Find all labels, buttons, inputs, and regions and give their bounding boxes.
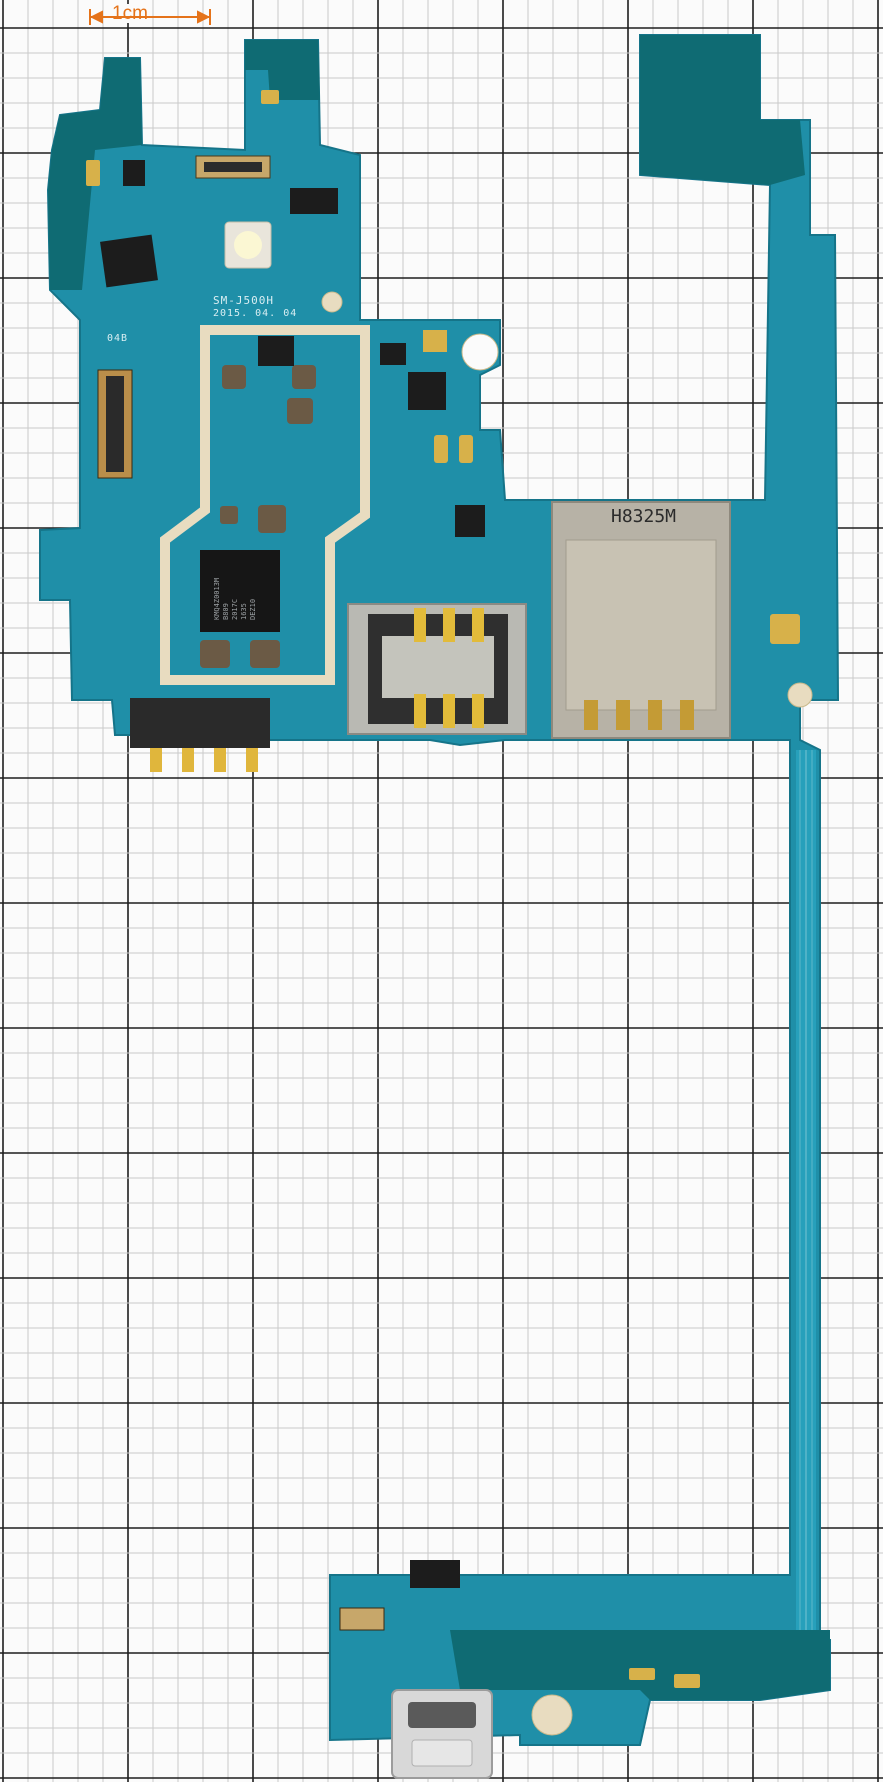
ground-pad-top-center — [245, 40, 320, 100]
connector-code-label: 04B — [107, 333, 129, 344]
gold-pads — [86, 90, 800, 1688]
usb-port — [391, 1689, 493, 1779]
bottom-fpc-connector — [339, 1607, 385, 1631]
rf-shield-frame — [160, 325, 370, 685]
sim-card-tray — [347, 603, 527, 735]
scale-bar — [89, 9, 211, 25]
memory-chip — [200, 550, 280, 632]
ground-pad-bottom — [450, 1630, 830, 1700]
mounting-holes — [321, 291, 813, 1736]
battery-connector — [130, 698, 270, 772]
top-left-ic — [100, 234, 158, 288]
memory-chip-marking: KMQ4Z0013M B809 2017C 1635 DEZ10 — [213, 577, 257, 620]
pcb-main — [39, 34, 840, 1746]
ground-pad-top-right — [640, 35, 805, 185]
inductors — [200, 365, 316, 668]
board-date-label: 2015. 04. 04 — [213, 308, 298, 319]
board-model-label: SM-J500H — [213, 294, 274, 307]
ground-pad-top-left — [48, 58, 142, 290]
sd-tray-code-label: H8325M — [611, 506, 677, 527]
microsd-tray — [551, 501, 731, 739]
scale-bar-label: 1cm — [110, 3, 150, 24]
small-ics — [123, 160, 485, 1588]
